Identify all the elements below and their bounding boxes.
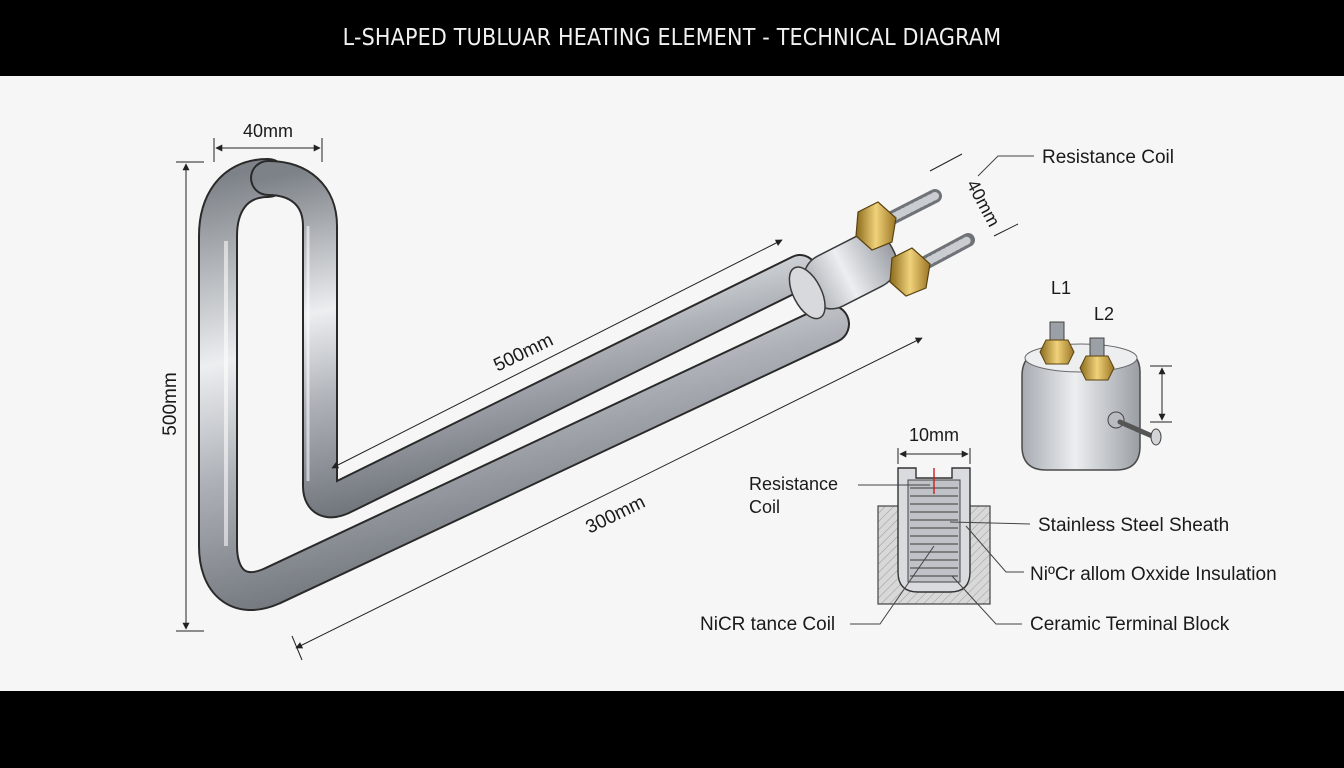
callout-resistance-coil-left: Resistance Coil xyxy=(749,474,930,517)
resistance-coil-top-label: Resistance Coil xyxy=(1042,147,1174,168)
callout-insulation: NiºCr allom Oxxide Insulation xyxy=(965,525,1277,585)
dimension-terminal-gap: 40mm xyxy=(929,153,1019,237)
title-bar: L-SHAPED TUBLUAR HEATING ELEMENT - TECHN… xyxy=(0,0,1344,76)
callout-nicr-coil: NiCR tance Coil xyxy=(700,545,935,635)
technical-diagram: 40mm 500mm 500mm 300mm 40mm xyxy=(160,121,1277,661)
stainless-sheath-label: Stainless Steel Sheath xyxy=(1038,515,1229,536)
resistance-coil-left-label-1: Resistance xyxy=(749,474,838,494)
terminal-stud xyxy=(889,233,975,297)
dim-height-label: 500mm xyxy=(160,372,181,435)
heating-element-tube xyxy=(198,158,850,611)
dim-upper-length-label: 500mm xyxy=(491,330,557,377)
page-title: L-SHAPED TUBLUAR HEATING ELEMENT - TECHN… xyxy=(342,25,1002,51)
terminal-block-detail: L1 L2 xyxy=(1021,278,1172,471)
bottom-bar xyxy=(0,691,1344,768)
nicr-coil-label: NiCR tance Coil xyxy=(700,614,835,635)
dimension-top-width: 40mm xyxy=(213,121,323,162)
terminal-stud xyxy=(855,189,942,251)
terminal-l1-label: L1 xyxy=(1051,278,1071,298)
dimension-height: 500mm xyxy=(160,161,204,632)
diagram-canvas: 40mm 500mm 500mm 300mm 40mm xyxy=(0,76,1344,691)
terminal-head xyxy=(788,189,975,320)
insulation-label: NiºCr allom Oxxide Insulation xyxy=(1030,564,1277,585)
dim-terminal-gap-label: 40mm xyxy=(963,176,1004,230)
callout-resistance-coil-top: Resistance Coil xyxy=(977,147,1174,177)
callout-stainless-sheath: Stainless Steel Sheath xyxy=(949,515,1229,536)
dim-lower-length-label: 300mm xyxy=(583,492,649,539)
dim-top-width-label: 40mm xyxy=(243,121,293,141)
callout-terminal-block: Ceramic Terminal Block xyxy=(951,575,1230,635)
cross-section-detail: 10mm xyxy=(877,425,991,605)
resistance-coil-left-label-2: Coil xyxy=(749,497,780,517)
terminal-block-label: Ceramic Terminal Block xyxy=(1030,614,1230,635)
section-width-label: 10mm xyxy=(909,425,959,445)
terminal-l2-label: L2 xyxy=(1094,304,1114,324)
